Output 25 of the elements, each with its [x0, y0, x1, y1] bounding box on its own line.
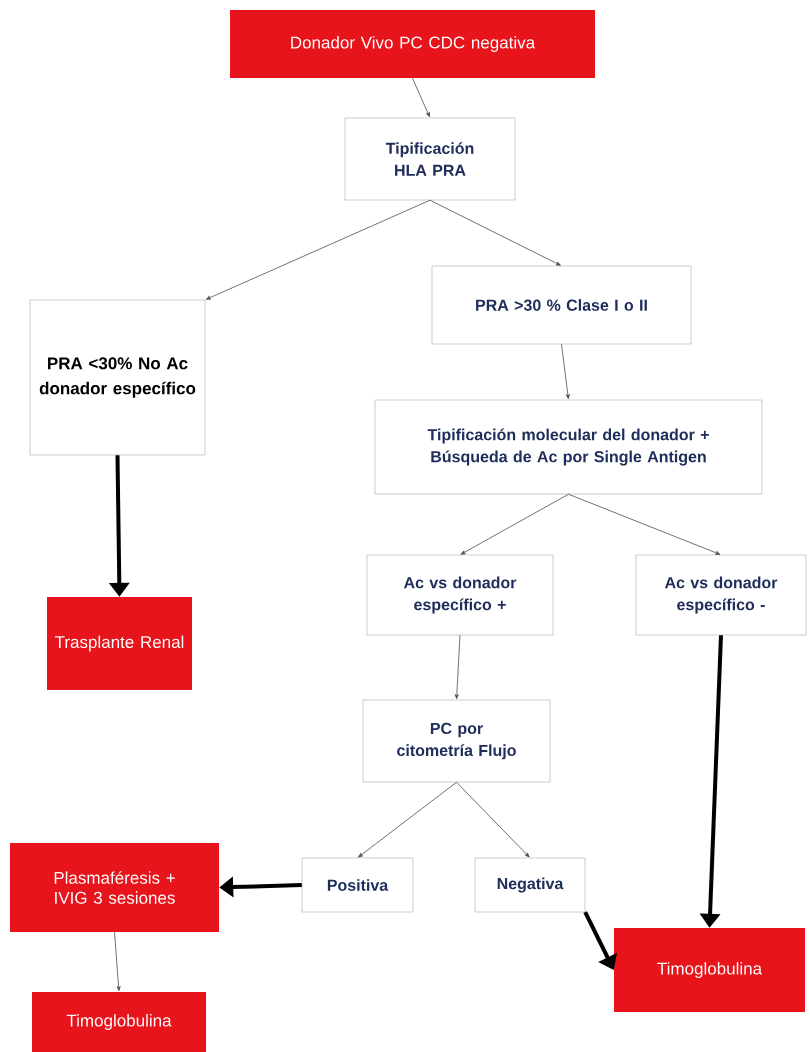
- arrow: [583, 911, 617, 970]
- arrow: [114, 931, 121, 992]
- arrow: [454, 634, 461, 700]
- result-box: Trasplante Renal: [47, 597, 192, 690]
- arrow: [456, 781, 530, 858]
- process-box: Tipificación HLA PRA: [344, 117, 516, 201]
- result-box: Timoglobulina: [614, 928, 805, 1012]
- result-box: Plasmaféresis + IVIG 3 sesiones: [10, 843, 219, 932]
- arrow: [561, 343, 570, 400]
- process-box: PRA <30% No Ac donador específico: [29, 299, 206, 456]
- process-box: PC por citometría Flujo: [362, 699, 551, 783]
- process-box: Ac vs donador específico -: [635, 554, 807, 636]
- arrow: [460, 493, 569, 555]
- result-box: Donador Vivo PC CDC negativa: [230, 10, 595, 78]
- arrow: [429, 199, 561, 266]
- arrow: [412, 77, 430, 118]
- process-box: PRA >30 % Clase I o II: [431, 265, 692, 345]
- process-box: Tipificación molecular del donador + Búsqueda de Ac por Single Antigen: [374, 399, 763, 495]
- arrow: [205, 199, 431, 300]
- arrow: [358, 781, 457, 858]
- process-box: Positiva: [301, 857, 414, 913]
- process-box: Ac vs donador específico +: [366, 554, 554, 636]
- result-box: Timoglobulina: [32, 992, 206, 1052]
- process-box: Negativa: [474, 857, 586, 913]
- arrow: [568, 493, 721, 555]
